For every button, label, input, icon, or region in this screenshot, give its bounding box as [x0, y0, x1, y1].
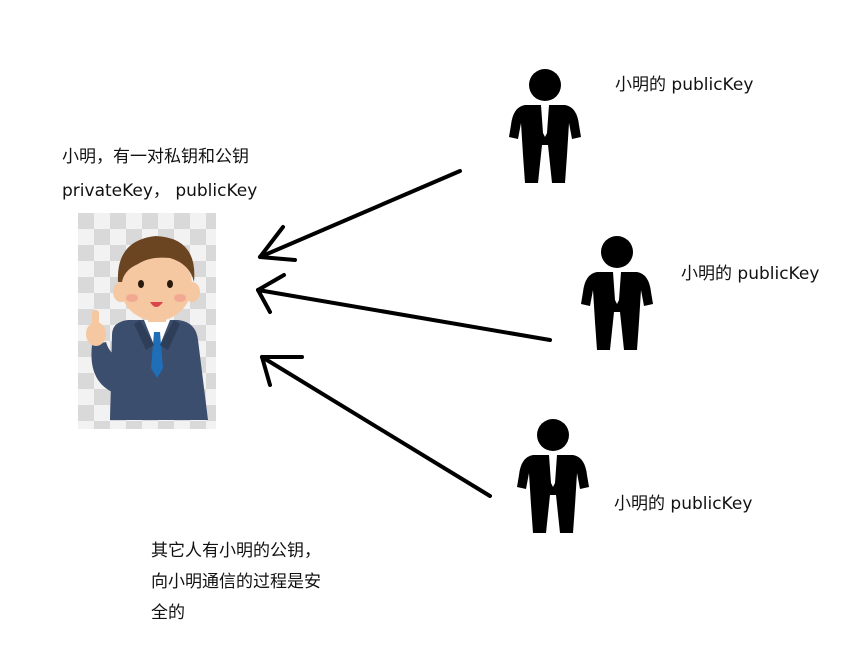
peer-label: 小明的 publicKey [614, 494, 753, 514]
arrow-left-icon [258, 169, 462, 262]
owner-label-line2: privateKey， publicKey [62, 181, 258, 201]
security-note-line1: 其它人有小明的公钥， [151, 541, 321, 561]
person-icon [517, 419, 589, 533]
owner-avatar [78, 213, 216, 429]
owner-label-line1: 小明，有一对私钥和公钥 [62, 147, 249, 167]
owner-key-description: 小明，有一对私钥和公钥 privateKey， publicKey [62, 140, 257, 208]
security-note-line2: 向小明通信的过程是安 [151, 572, 321, 592]
security-note-line3: 全的 [151, 603, 185, 623]
peer-label: 小明的 publicKey [681, 264, 820, 284]
person-icon [509, 69, 581, 183]
security-note: 其它人有小明的公钥， 向小明通信的过程是安 全的 [151, 536, 321, 629]
peer-label: 小明的 publicKey [615, 75, 754, 95]
arrow-left-icon [260, 355, 492, 498]
person-icon [581, 236, 653, 350]
arrow-left-icon [256, 273, 552, 342]
